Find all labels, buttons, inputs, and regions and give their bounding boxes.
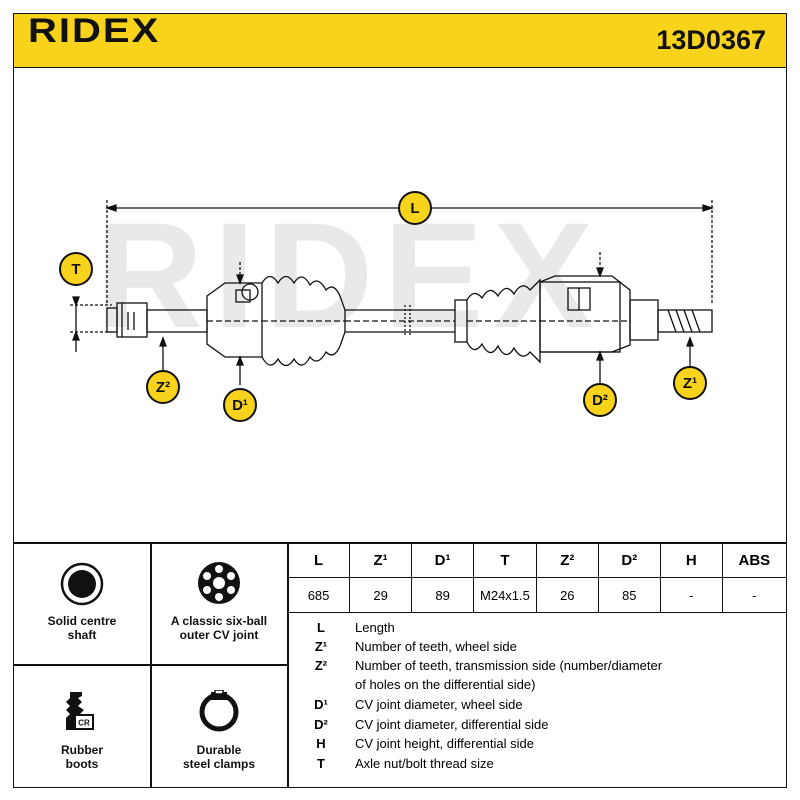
legend-text: Axle nut/bolt thread size	[355, 756, 494, 771]
spec-value-d1: 89	[411, 577, 475, 613]
legend-text: Length	[355, 620, 395, 635]
feature-label-line1: Rubber	[61, 743, 103, 757]
feature-label-line2: steel clamps	[182, 757, 256, 771]
legend-key: D²	[314, 717, 328, 732]
legend-text: CV joint diameter, differential side	[355, 717, 549, 732]
spec-header-d2: D²	[597, 542, 661, 578]
legend-key: L	[317, 620, 325, 635]
legend-text: CV joint height, differential side	[355, 736, 534, 751]
legend-key: Z²	[314, 658, 328, 673]
badge-t: T	[59, 252, 93, 286]
spec-header-z2: Z²	[535, 542, 599, 578]
legend: L Length Z¹ Number of teeth, wheel side …	[287, 610, 787, 788]
legend-row: Z¹ Number of teeth, wheel side	[287, 639, 787, 659]
badge-d2: D²	[583, 383, 617, 417]
six-ball-joint-icon	[198, 562, 240, 604]
l-arrow-left	[104, 204, 117, 212]
spec-value-abs: -	[721, 577, 788, 613]
spec-header-t: T	[473, 542, 537, 578]
feature-label-line2: shaft	[67, 628, 97, 642]
legend-row: D¹ CV joint diameter, wheel side	[287, 697, 787, 717]
legend-row: of holes on the differential side)	[287, 677, 787, 697]
badge-d1: D¹	[223, 388, 257, 422]
rubber-boot-icon: CR	[66, 692, 94, 730]
feature-solid-shaft: Solid centre shaft	[15, 614, 149, 642]
spec-header-z1: Z¹	[349, 542, 413, 578]
feature-label-line1: Solid centre	[47, 614, 117, 628]
spec-header-l: L	[286, 542, 351, 578]
steel-clamp-icon	[199, 690, 239, 732]
part-number: 13D0367	[656, 25, 766, 55]
spec-table: L Z¹ D¹ T Z² D² H ABS 685 29 89 M24x1.5 …	[286, 542, 788, 613]
spec-value-z1: 29	[349, 577, 413, 613]
spec-header-row: L Z¹ D¹ T Z² D² H ABS	[286, 542, 788, 578]
badge-z2: Z²	[146, 370, 180, 404]
l-arrow-right	[702, 204, 715, 212]
spec-value-d2: 85	[597, 577, 661, 613]
feature-row-divider	[13, 664, 287, 666]
feature-rubber-boots: Rubber boots	[15, 743, 149, 771]
spec-value-z2: 26	[535, 577, 599, 613]
feature-label-line2: outer CV joint	[179, 628, 259, 642]
boot-icon-text: CR	[78, 719, 90, 728]
brand-watermark: RIDEX	[95, 191, 604, 359]
spec-header-h: H	[659, 542, 723, 578]
legend-key: D¹	[314, 697, 328, 712]
spec-value-l: 685	[286, 577, 351, 613]
badge-z1: Z¹	[673, 366, 707, 400]
legend-row: D² CV joint diameter, differential side	[287, 717, 787, 737]
feature-spec-divider	[287, 542, 289, 788]
legend-row: L Length	[287, 620, 787, 640]
legend-text: Number of teeth, wheel side	[355, 639, 517, 654]
feature-label-line1: A classic six-ball	[170, 614, 268, 628]
spec-header-abs: ABS	[721, 542, 788, 578]
feature-steel-clamps: Durable steel clamps	[152, 743, 286, 771]
feature-six-ball-joint: A classic six-ball outer CV joint	[152, 614, 286, 642]
legend-key: T	[317, 756, 325, 771]
brand-logo: RIDEX	[28, 12, 161, 50]
product-sheet-frame	[13, 13, 787, 788]
legend-row: T Axle nut/bolt thread size	[287, 756, 787, 776]
legend-text: of holes on the differential side)	[355, 677, 536, 692]
legend-text: CV joint diameter, wheel side	[355, 697, 523, 712]
legend-text: Number of teeth, transmission side (numb…	[355, 658, 663, 673]
badge-l: L	[398, 191, 432, 225]
feature-label-line1: Durable	[196, 743, 242, 757]
spec-value-h: -	[659, 577, 723, 613]
feature-label-line2: boots	[65, 757, 99, 771]
legend-row: H CV joint height, differential side	[287, 736, 787, 756]
legend-row: Z² Number of teeth, transmission side (n…	[287, 658, 787, 678]
header-bar	[13, 13, 787, 68]
legend-key: H	[316, 736, 326, 751]
spec-value-row: 685 29 89 M24x1.5 26 85 - -	[286, 577, 788, 613]
solid-shaft-icon	[60, 562, 104, 606]
legend-key: Z¹	[314, 639, 328, 654]
spec-header-d1: D¹	[411, 542, 475, 578]
spec-value-t: M24x1.5	[473, 577, 537, 613]
